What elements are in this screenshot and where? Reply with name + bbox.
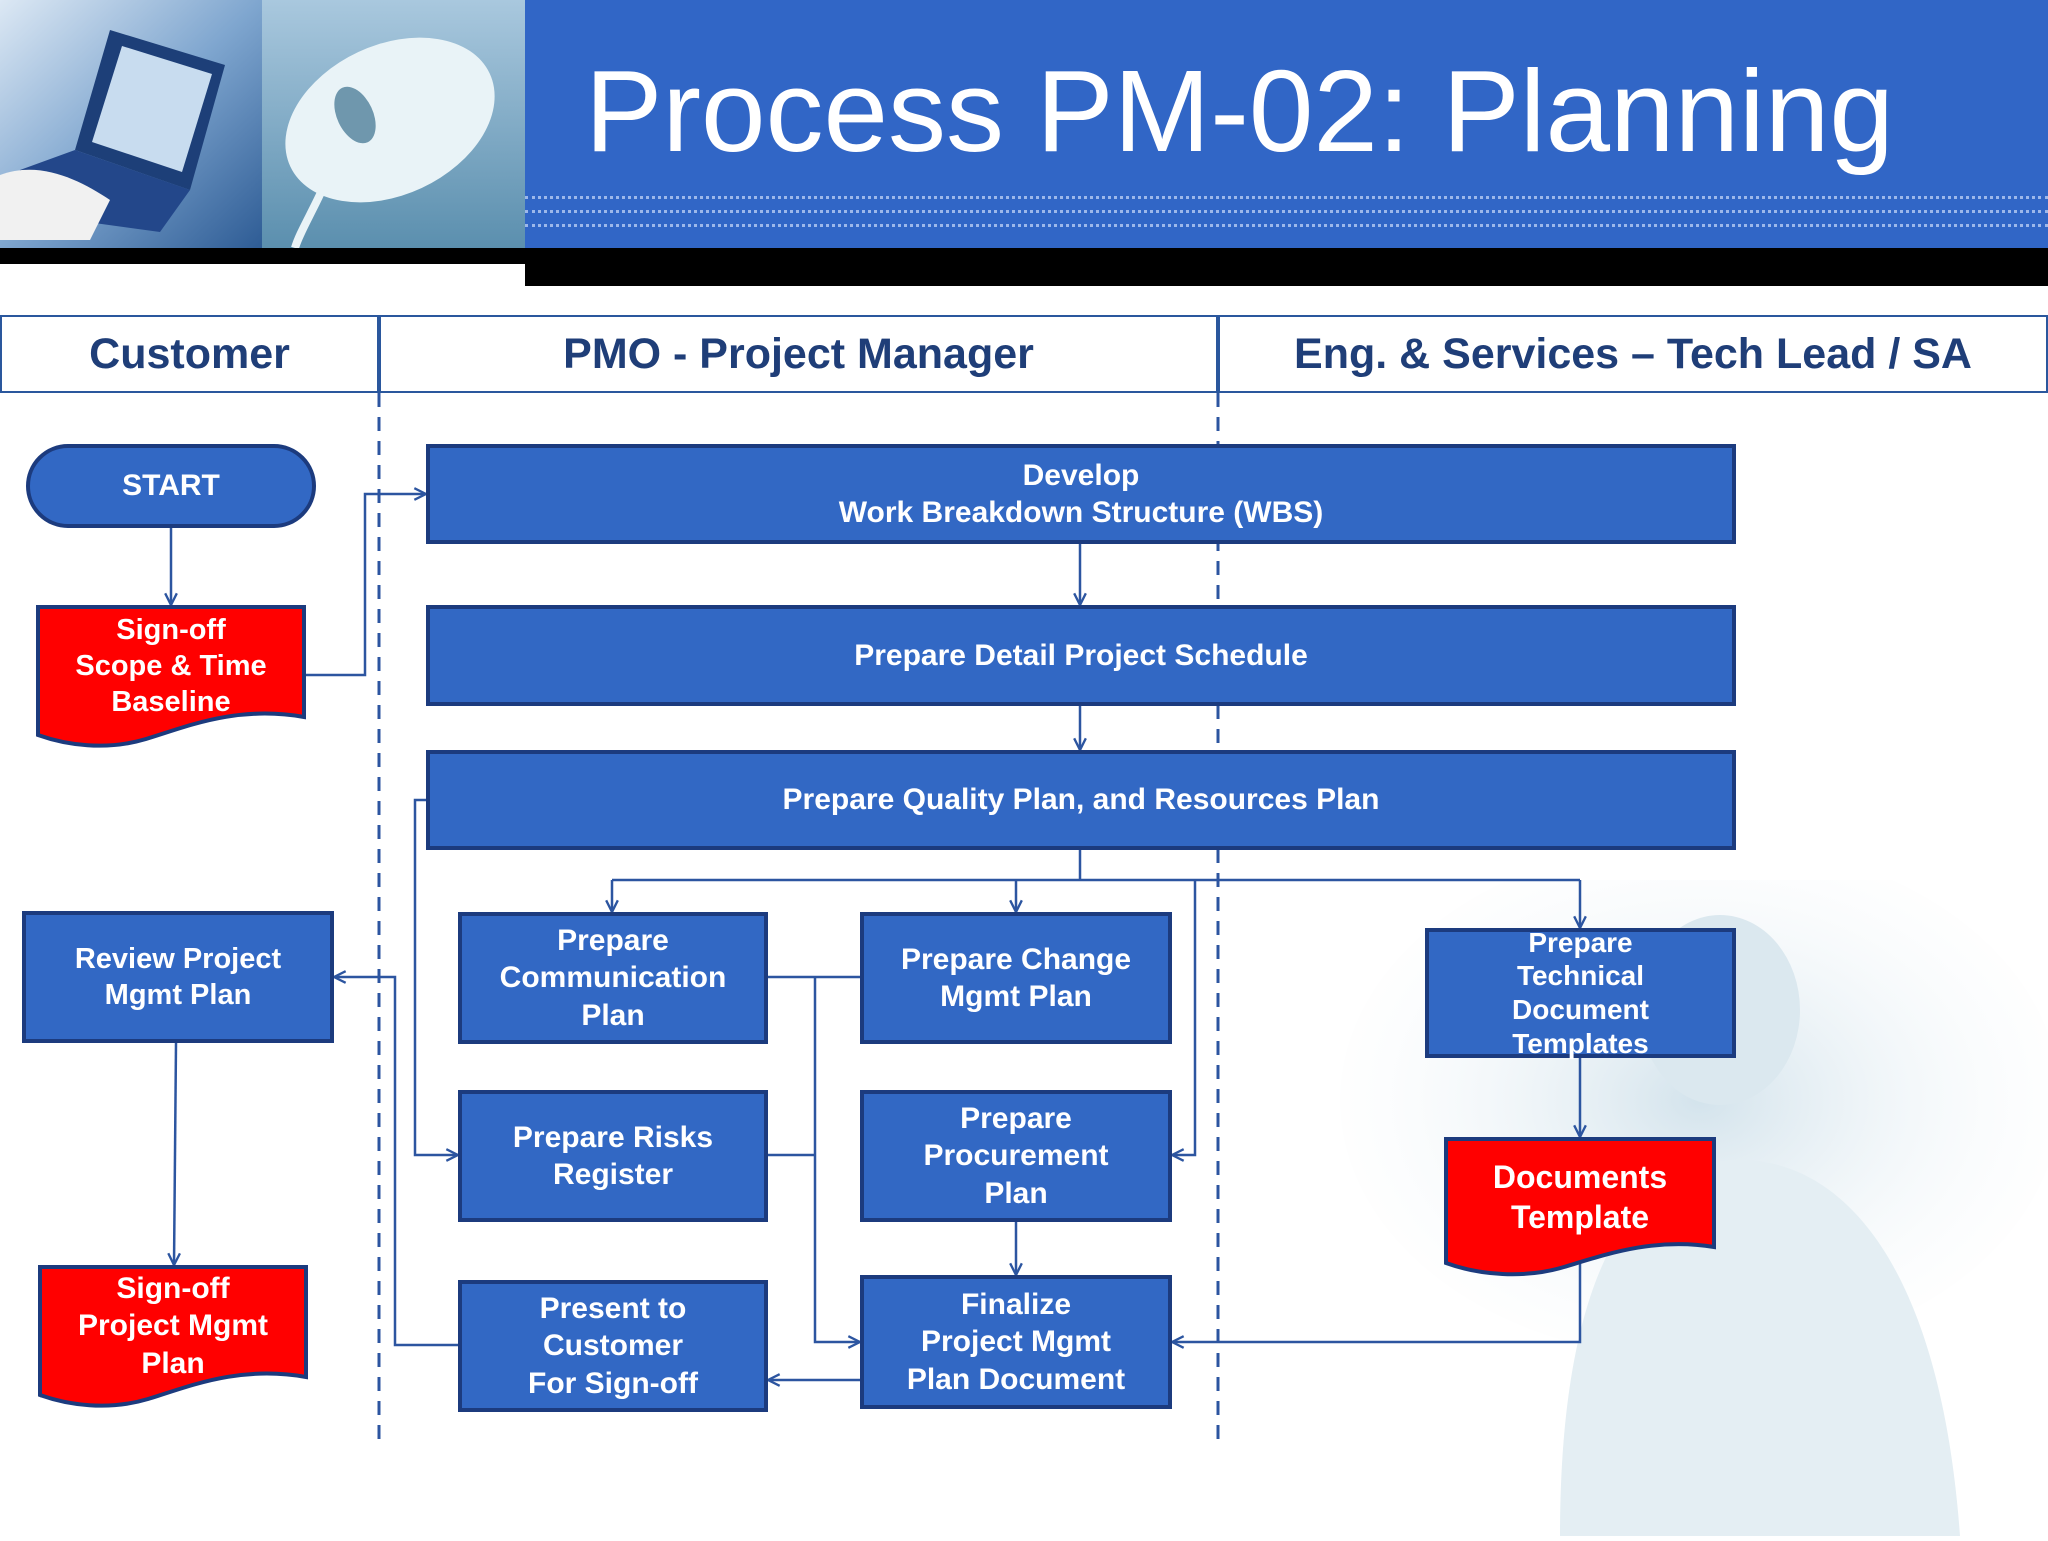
lane-header-eng: Eng. & Services – Tech Lead / SA [1218,315,2048,393]
signoff-plan-label: Sign-off Project Mgmt Plan [77,1271,269,1380]
title-divider [525,210,2048,213]
title-divider [525,224,2048,227]
detail-schedule-box[interactable]: Prepare Detail Project Schedule [426,605,1736,706]
title-divider [525,196,2048,199]
arrow-present-to-review [334,977,458,1347]
laptop-mouse-image [0,0,525,248]
risks-register-box[interactable]: Prepare Risks Register [458,1090,768,1222]
procurement-plan-box[interactable]: Prepare Procurement Plan [860,1090,1172,1222]
page-title: Process PM-02: Planning [585,46,1894,176]
review-plan-box[interactable]: Review Project Mgmt Plan [22,911,334,1043]
finalize-document-box[interactable]: Finalize Project Mgmt Plan Document [860,1275,1172,1409]
signoff-scope-label: Sign-off Scope & Time Baseline [75,613,267,719]
communication-plan-box[interactable]: Prepare Communication Plan [458,912,768,1044]
arrow-review-to-signoff [174,1042,176,1265]
documents-template-label: Documents Template [1492,1159,1668,1235]
header-photo [0,0,525,248]
quality-plan-box[interactable]: Prepare Quality Plan, and Resources Plan [426,750,1736,850]
develop-wbs-box[interactable]: Develop Work Breakdown Structure (WBS) [426,444,1736,544]
signoff-scope-document[interactable]: Sign-off Scope & Time Baseline [36,605,306,748]
documents-template-document[interactable]: Documents Template [1444,1137,1716,1277]
technical-templates-box[interactable]: Prepare Technical Document Templates [1425,927,1736,1059]
lane-header-pmo: PMO - Project Manager [379,315,1218,393]
change-plan-box[interactable]: Prepare Change Mgmt Plan [860,912,1172,1044]
signoff-plan-document[interactable]: Sign-off Project Mgmt Plan [38,1265,308,1408]
arrow-signoff-to-wbs [305,494,426,677]
title-bar [525,0,2048,248]
arrow-to-finalize [813,977,860,1342]
lane-header-customer: Customer [0,315,379,393]
start-terminal[interactable]: START [26,444,316,528]
present-customer-box[interactable]: Present to Customer For Sign-off [458,1280,768,1412]
arrow-quality-to-risks [413,798,458,1155]
header-band [525,248,2048,286]
header-band [0,248,525,264]
